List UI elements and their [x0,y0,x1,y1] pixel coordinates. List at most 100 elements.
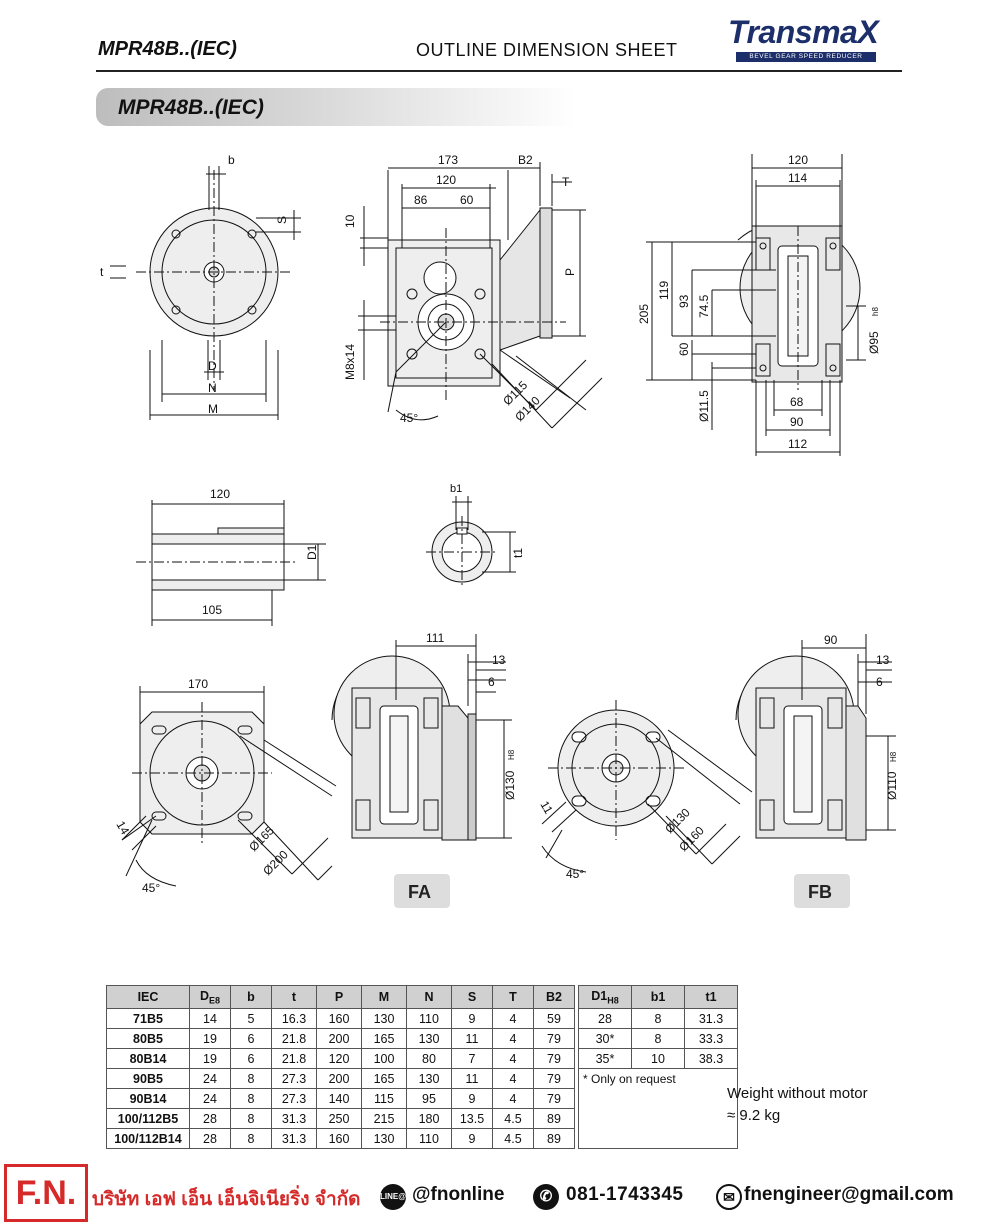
table-gap [574,1028,579,1049]
email-link[interactable]: fnengineer@gmail.com [744,1184,954,1205]
value-cell: 130 [406,1068,452,1089]
value-cell: 59 [533,1008,575,1029]
header-divider [96,70,902,72]
dim-b: b [228,153,235,167]
transmax-logo: TransmaX BEVEL GEAR SPEED REDUCER [728,14,900,66]
dim-t: t [100,265,104,279]
outline-drawing: b S t D N M 173 B2 T 120 86 60 10 P M8x1… [96,140,902,960]
weight-label: Weight without motor [727,1085,868,1102]
col-p: P [316,985,362,1009]
iec-cell: 90B5 [106,1068,190,1089]
logo-text: TransmaX [728,14,879,50]
hollow-value-cell: 10 [631,1048,685,1069]
logo-subtitle: BEVEL GEAR SPEED REDUCER [736,52,876,62]
dim-6-fb: 6 [876,675,883,689]
value-cell: 8 [230,1128,272,1149]
iec-cell: 71B5 [106,1008,190,1029]
value-cell: 31.3 [271,1108,317,1129]
hollow-value-cell: 28 [578,1008,632,1029]
iec-cell: 100/112B14 [106,1128,190,1149]
right-view [646,154,866,456]
value-cell: 79 [533,1088,575,1109]
value-cell: 250 [316,1108,362,1129]
dim-93: 93 [677,294,691,308]
value-cell: 4 [492,1028,534,1049]
weight-value: ≈ 9.2 kg [727,1107,781,1124]
value-cell: 110 [406,1128,452,1149]
dim-173: 173 [438,153,458,167]
table-gap [574,1088,579,1109]
dim-m8x14: M8x14 [343,344,357,380]
dim-b1: b1 [450,483,462,495]
value-cell: 9 [451,1088,493,1109]
col-d: DE8 [189,985,231,1009]
value-cell: 160 [316,1008,362,1029]
dim-205: 205 [637,304,651,324]
dim-d130-fa: Ø130 [503,770,517,800]
dim-angle-fa: 45° [142,881,160,895]
iec-cell: 90B14 [106,1088,190,1109]
dim-74-5: 74.5 [697,294,711,318]
value-cell: 89 [533,1128,575,1149]
value-cell: 180 [406,1108,452,1129]
dim-90-fb: 90 [824,633,838,647]
value-cell: 4 [492,1088,534,1109]
value-cell: 19 [189,1028,231,1049]
dim-90-right: 90 [790,415,804,429]
mail-icon[interactable]: ✉ [716,1184,742,1210]
dim-68: 68 [790,395,804,409]
dim-d95-tolerance: h8 [871,307,880,316]
line-icon[interactable]: LINE@ [380,1184,406,1210]
table-gap [574,1048,579,1069]
phone-icon[interactable]: ✆ [533,1184,559,1210]
value-cell: 4 [492,1048,534,1069]
value-cell: 27.3 [271,1068,317,1089]
value-cell: 79 [533,1048,575,1069]
side-view-labels: 173 B2 T 120 86 60 10 P M8x14 45° Ø115 Ø… [343,153,577,425]
dim-86: 86 [414,193,428,207]
value-cell: 16.3 [271,1008,317,1029]
dim-60-right: 60 [677,342,691,356]
fb-tag: FB [808,882,832,902]
col-d1: D1H8 [578,985,632,1009]
dim-d95: Ø95 [867,331,881,354]
drawing-canvas: b S t D N M 173 B2 T 120 86 60 10 P M8x1… [100,153,899,908]
table-note: * Only on request [578,1068,738,1149]
dim-13-fb: 13 [876,653,890,667]
dim-114: 114 [788,171,807,185]
dim-d: D [208,359,217,373]
dim-d110-tolerance: H8 [889,751,898,762]
value-cell: 130 [361,1008,407,1029]
bore-labels: b1 t1 [450,483,525,558]
table-gap [574,1128,579,1149]
value-cell: 130 [361,1128,407,1149]
col-t1: t1 [684,985,738,1009]
dim-60-side: 60 [460,193,474,207]
value-cell: 21.8 [271,1048,317,1069]
table-gap [574,1108,579,1129]
value-cell: 24 [189,1088,231,1109]
line-id-link[interactable]: @fnonline [412,1184,505,1205]
value-cell: 14 [189,1008,231,1029]
hollow-value-cell: 38.3 [684,1048,738,1069]
iec-cell: 100/112B5 [106,1108,190,1129]
dim-p: P [563,268,577,276]
dim-6-fa: 6 [488,675,495,689]
fa-flange-view [121,634,512,908]
phone-number[interactable]: 081-1743345 [566,1184,684,1205]
shaft-section [136,500,326,626]
value-cell: 8 [230,1088,272,1109]
value-cell: 215 [361,1108,407,1129]
company-name: บริษัท เอฟ เอ็น เอ็นจิเนียริ่ง จำกัด [92,1189,361,1210]
value-cell: 200 [316,1028,362,1049]
col-s: S [451,985,493,1009]
side-view [358,162,603,429]
value-cell: 28 [189,1108,231,1129]
sheet-title: OUTLINE DIMENSION SHEET [416,40,678,60]
dim-111: 111 [426,631,445,645]
value-cell: 79 [533,1068,575,1089]
col-b1: b1 [631,985,685,1009]
dim-10: 10 [343,214,357,228]
